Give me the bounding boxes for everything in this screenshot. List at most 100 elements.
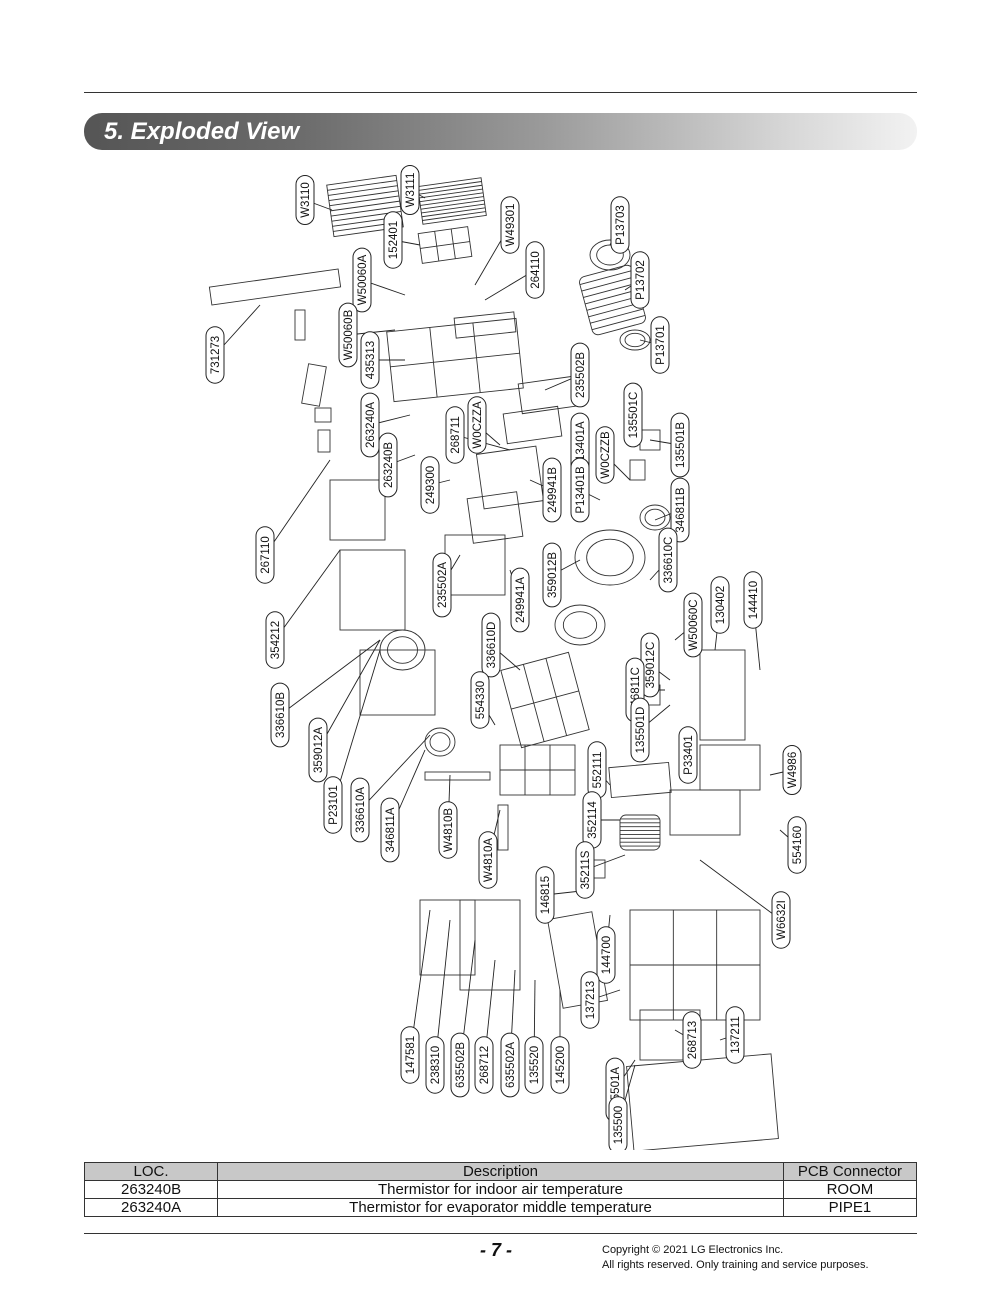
callout-w50060a: W50060A [352,247,372,313]
callout-label: 137211 [730,1016,742,1054]
callout-p13703: P13703 [610,196,630,254]
copyright-line-1: Copyright © 2021 LG Electronics Inc. [602,1244,784,1256]
callout-135520: 135520 [524,1036,544,1094]
part-sketch-8 [386,317,524,403]
callout-145200: 145200 [550,1036,570,1094]
callout-label: 552111 [592,752,604,789]
callout-label: P13401B [575,466,587,514]
callout-152401: 152401 [383,211,403,269]
callout-130402: 130402 [710,576,730,634]
callout-235502a: 235502A [432,552,452,618]
page-number: - 7 - [480,1240,513,1260]
callout-359012a: 359012A [308,717,328,783]
callout-label: W4810A [483,838,495,882]
callout-249941b: 249941B [542,457,562,523]
part-sketch-44 [626,1053,779,1150]
part-sketch-23 [639,504,671,531]
part-sketch-26 [359,649,436,716]
callout-147581: 147581 [400,1026,420,1084]
callout-354212: 354212 [265,611,285,669]
callout-p13701: P13701 [650,316,670,374]
callout-label: 235502A [437,562,449,608]
callout-w50060c: W50060C [683,592,703,658]
callout-label: P23101 [328,785,340,825]
callout-w0czza: W0CZZA [467,396,487,454]
part-sketch-3 [208,268,342,306]
callout-263240a: 263240A [360,392,380,458]
callout-336610d: 336610D [481,612,501,678]
bottom-rule [84,1233,917,1234]
callout-144700: 144700 [596,926,616,984]
cell-loc: 263240A [83,1198,219,1217]
part-sketch-12 [619,329,651,351]
callout-135500: 135500 [608,1096,628,1150]
callout-label: 135501B [675,422,687,468]
cell-description: Thermistor for evaporator middle tempera… [217,1198,784,1217]
callout-635502b: 635502B [450,1032,470,1098]
callout-w6632i: W6632I [771,891,791,949]
callout-label: 35211S [580,850,592,889]
callout-635502a: 635502A [500,1032,520,1098]
callout-731273: 731273 [205,326,225,384]
callout-268711: 268711 [445,406,465,464]
part-sketch-29 [699,649,746,741]
callout-label: 135501C [628,392,640,439]
callout-label: 336610C [663,537,675,584]
part-sketch-7 [317,429,331,453]
part-sketch-28 [500,651,590,749]
callout-label: 635502B [455,1042,467,1088]
part-sketch-24 [554,604,606,646]
section-title: 5. Exploded View [104,118,300,145]
part-sketch-27 [424,727,456,757]
part-sketch-22 [629,459,646,481]
callout-552111: 552111 [587,741,607,799]
part-sketch-16 [466,491,524,544]
callout-146815: 146815 [535,866,555,924]
callout-label: W4986 [787,752,799,788]
callout-label: 249941A [515,577,527,623]
callout-label: 635502A [505,1042,517,1088]
callout-label: P13702 [635,260,647,300]
callout-leader [264,459,331,556]
top-rule [84,92,917,93]
callout-346811b: 346811B [670,477,690,543]
callout-249300: 249300 [420,456,440,514]
callout-label: 152401 [388,221,400,259]
callout-label: 249300 [425,466,437,504]
callout-label: 268712 [479,1046,491,1084]
callout-label: 263240A [365,402,377,448]
callout-label: 249941B [547,467,559,513]
part-sketch-36 [669,789,741,836]
callout-label: 336610B [275,692,287,738]
callout-label: P13701 [655,325,667,365]
callout-w0czzb: W0CZZB [595,426,615,484]
copyright-line-2: All rights reserved. Only training and s… [602,1259,869,1271]
callout-label: 359012A [313,727,325,773]
callout-137211: 137211 [725,1006,745,1064]
callout-leader [317,639,381,751]
part-sketch-14 [502,405,563,445]
callout-267110: 267110 [255,526,275,584]
header-pcb-connector: PCB Connector [782,1162,918,1181]
callout-label: 352114 [587,801,599,839]
callout-w49301: W49301 [500,196,520,254]
callout-w4986: W4986 [782,745,802,795]
callout-label: 336610A [355,787,367,833]
callout-35211s: 35211S [575,841,595,899]
callout-554330: 554330 [470,671,490,729]
parts-table: LOC. Description PCB Connector 263240B T… [83,1162,918,1217]
callout-label: 264110 [530,251,542,289]
callout-label: 263240B [383,442,395,488]
part-sketch-15 [475,445,545,510]
callout-label: W50060B [343,309,355,360]
callout-346811a: 346811A [380,797,400,863]
callout-label: W0CZZB [600,431,612,479]
callout-leader [332,649,381,806]
callout-label: P33401 [683,735,695,775]
part-sketch-1 [417,177,487,225]
part-sketch-2 [417,226,473,264]
leaders-group [214,189,798,1126]
callout-leader [279,639,381,716]
